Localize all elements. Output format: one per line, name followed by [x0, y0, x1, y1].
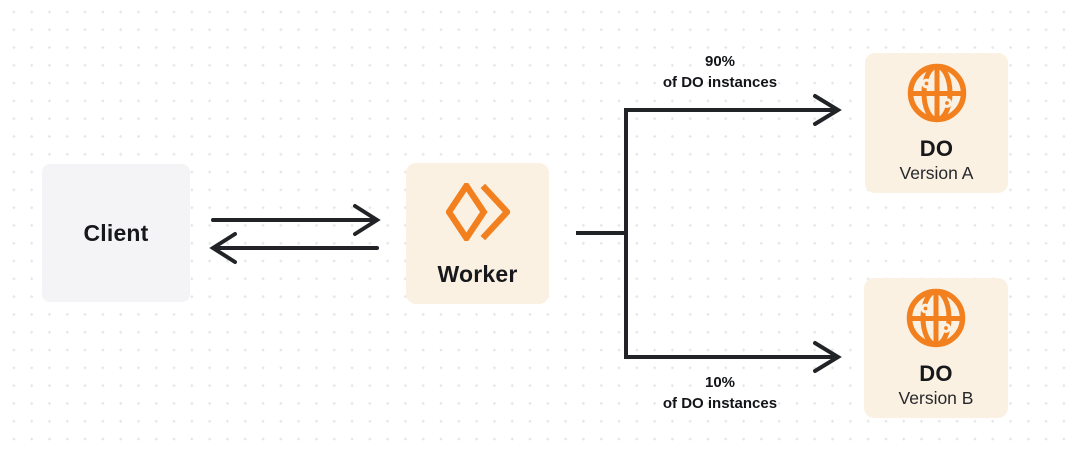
- workers-logo-icon: [445, 183, 510, 241]
- worker-node: Worker: [406, 163, 549, 304]
- arrow-client-to-worker: [211, 204, 381, 236]
- arrow-split-to-do-b: [813, 341, 842, 373]
- client-label: Client: [83, 219, 149, 246]
- do-a-title: DO: [919, 136, 954, 161]
- split-label-90-line1: 90%: [704, 53, 736, 70]
- arrow-worker-to-client: [209, 232, 379, 264]
- do-b-title: DO: [919, 361, 953, 386]
- split-label-10-line1: 10%: [704, 374, 736, 391]
- split-label-10-line2: of DO instances: [662, 395, 778, 412]
- do-version-a-node: DO Version A: [865, 53, 1008, 193]
- arrow-split-to-do-a: [813, 94, 842, 126]
- globe-icon: [906, 288, 966, 348]
- client-node: Client: [42, 164, 190, 302]
- do-b-subtitle: Version B: [898, 388, 974, 409]
- split-label-90-percent: 90% of DO instances: [610, 51, 830, 93]
- worker-label: Worker: [437, 261, 518, 287]
- globe-icon: [907, 63, 966, 123]
- do-a-subtitle: Version A: [899, 163, 974, 184]
- worker-split-connector: [576, 108, 834, 359]
- do-version-b-node: DO Version B: [864, 278, 1008, 418]
- split-label-10-percent: 10% of DO instances: [610, 372, 830, 414]
- split-label-90-line2: of DO instances: [662, 74, 778, 91]
